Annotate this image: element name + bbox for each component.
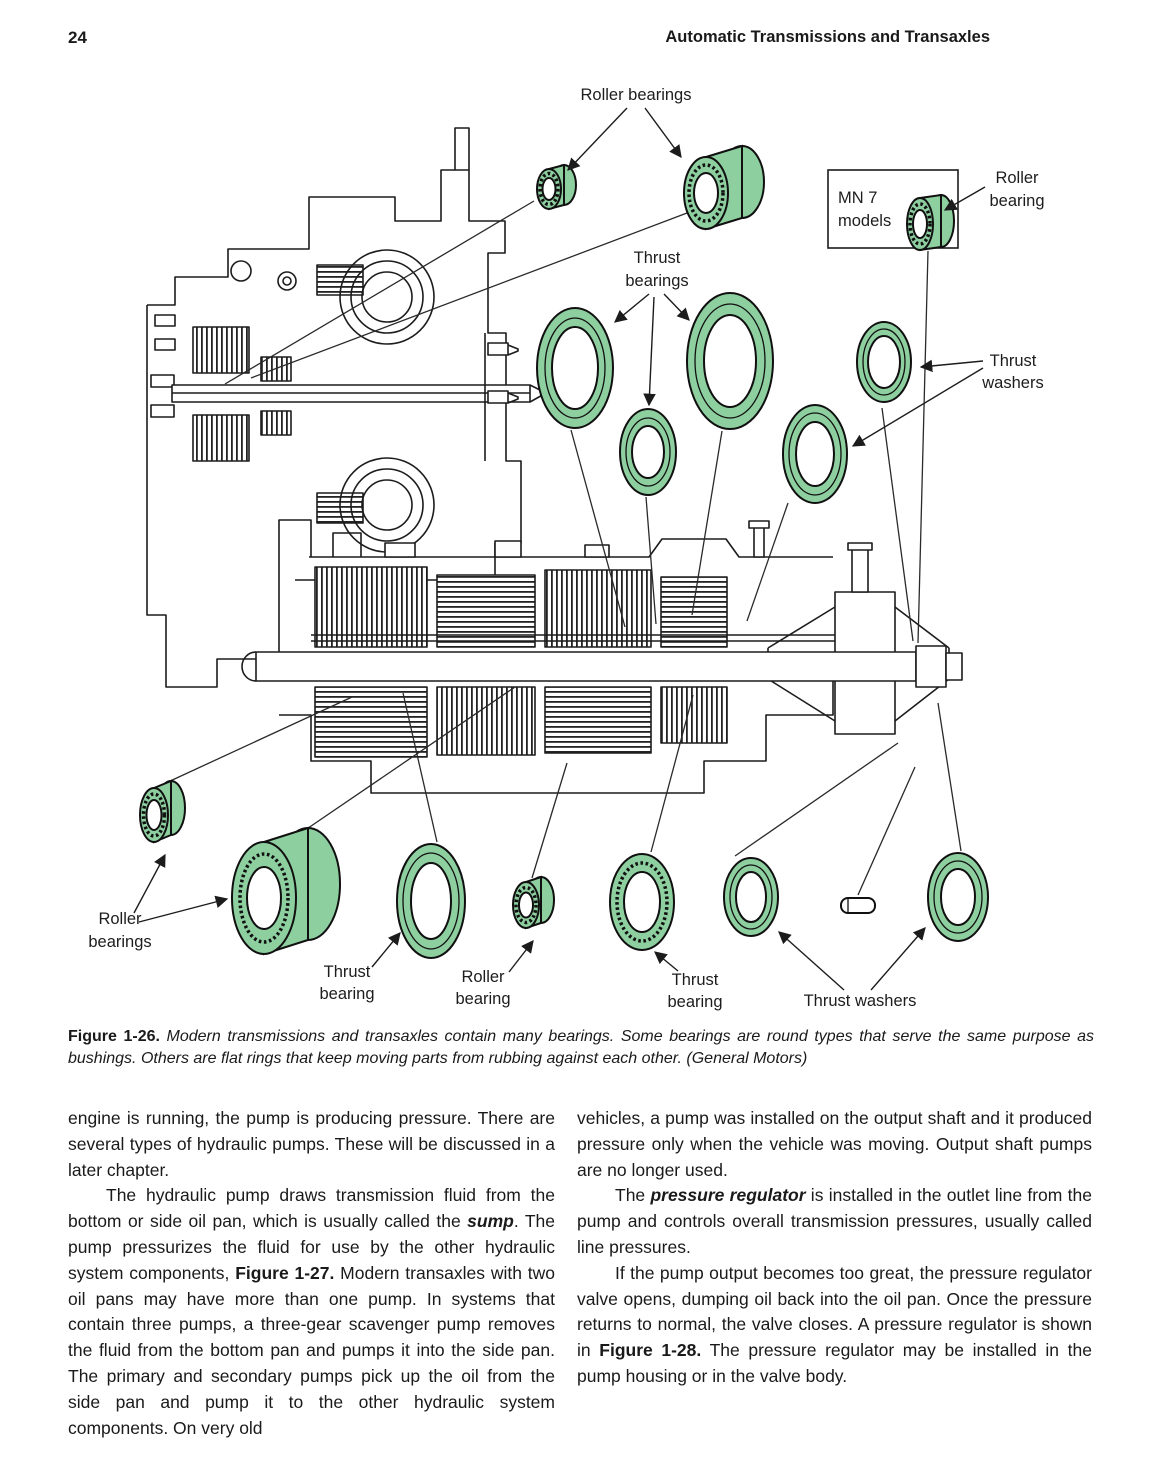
text-segment: The pressure regulator may be installed … [577, 1340, 1092, 1386]
text-segment: If the pump output becomes too great, th… [577, 1262, 1092, 1361]
figure-labels: Roller bearings MN 7 models Roller beari… [88, 86, 1044, 1011]
body-paragraph: If the pump output becomes too great, th… [577, 1261, 1092, 1390]
figure-1-26: Roller bearings MN 7 models Roller beari… [65, 75, 1105, 1020]
label-thrust-bearings-2: bearings [625, 272, 688, 290]
leader-lines [167, 200, 962, 896]
figure-caption: Figure 1-26. Modern transmissions and tr… [68, 1026, 1094, 1069]
text-segment: The [615, 1185, 651, 1206]
roller-bearing-bottom-large [231, 826, 341, 956]
roller-bearing-top-small [536, 163, 577, 211]
label-roller-bearing-right-2: bearing [989, 192, 1044, 210]
label-arrows [133, 107, 986, 991]
thrust-bearing-ring-left [536, 307, 614, 429]
roller-bearing-mn7 [906, 193, 955, 252]
figure-caption-ref: Figure 1-26. [68, 1028, 160, 1045]
body-paragraph: vehicles, a pump was installed on the ou… [577, 1106, 1092, 1183]
figure-1-26-diagram: Roller bearings MN 7 models Roller beari… [88, 86, 1044, 1011]
bearing-parts [139, 144, 989, 959]
label-thrust-bearing-right-1: Thrust [672, 971, 719, 989]
body-paragraph: The pressure regulator is installed in t… [577, 1183, 1092, 1260]
text-segment: engine is running, the pump is producing… [68, 1108, 555, 1180]
label-thrust-bearing-left-1: Thrust [324, 963, 371, 981]
text-segment: The hydraulic pump draws transmission fl… [68, 1185, 555, 1232]
roller-bearing-top-large [683, 144, 765, 231]
text-segment: pressure regulator [650, 1185, 806, 1206]
page-number: 24 [68, 28, 87, 47]
thrust-washer-ring-lower [782, 404, 848, 504]
label-mn7-line2: models [838, 212, 891, 230]
roller-bearing-bottom-small-left [139, 779, 186, 844]
body-paragraph: The hydraulic pump draws transmission fl… [68, 1183, 555, 1441]
body-column-left: engine is running, the pump is producing… [68, 1106, 555, 1441]
thrust-washer-ring-bottom-left [723, 857, 779, 937]
label-thrust-bearing-left-2: bearing [319, 985, 374, 1003]
label-roller-bearings-bottom-2: bearings [88, 933, 151, 951]
label-mn7-line1: MN 7 [838, 189, 877, 207]
retaining-pin [840, 897, 876, 914]
text-segment: Figure 1-27. [235, 1262, 335, 1283]
text-segment: Figure 1-28. [599, 1340, 702, 1361]
text-segment: vehicles, a pump was installed on the ou… [577, 1108, 1092, 1180]
body-paragraph: engine is running, the pump is producing… [68, 1106, 555, 1183]
thrust-bearing-ring-right [686, 292, 774, 430]
label-thrust-bearings-1: Thrust [634, 249, 681, 267]
thrust-bearing-ring-bottom-right [609, 853, 675, 951]
label-roller-bearing-right-1: Roller [995, 169, 1039, 187]
thrust-washer-ring-bottom-right [927, 852, 989, 942]
text-segment: is installed in the outlet line from the… [577, 1185, 1092, 1257]
label-roller-bearings-top: Roller bearings [581, 86, 692, 104]
label-roller-bearing-bottom-1: Roller [461, 968, 505, 986]
figure-caption-text: Modern transmissions and transaxles cont… [68, 1028, 1094, 1067]
thrust-washer-ring-upper [856, 321, 912, 403]
label-roller-bearings-bottom-1: Roller [98, 910, 142, 928]
thrust-bearing-ring-center [619, 408, 677, 496]
body-column-right: vehicles, a pump was installed on the ou… [577, 1106, 1092, 1390]
label-roller-bearing-bottom-2: bearing [455, 990, 510, 1008]
label-thrust-bearing-right-2: bearing [667, 993, 722, 1011]
label-thrust-washers-right-1: Thrust [990, 352, 1037, 370]
label-thrust-washers-right-2: washers [981, 374, 1043, 392]
text-segment: Modern transaxles with two oil pans may … [68, 1262, 555, 1438]
running-head: Automatic Transmissions and Transaxles [665, 28, 990, 46]
thrust-bearing-ring-bottom-left [396, 843, 466, 959]
text-segment: sump [467, 1211, 514, 1232]
roller-bearing-bottom-small-right [512, 875, 555, 930]
label-thrust-washers-bottom: Thrust washers [804, 992, 917, 1010]
text-segment: . The pump pressurizes the fluid for use… [68, 1211, 555, 1283]
